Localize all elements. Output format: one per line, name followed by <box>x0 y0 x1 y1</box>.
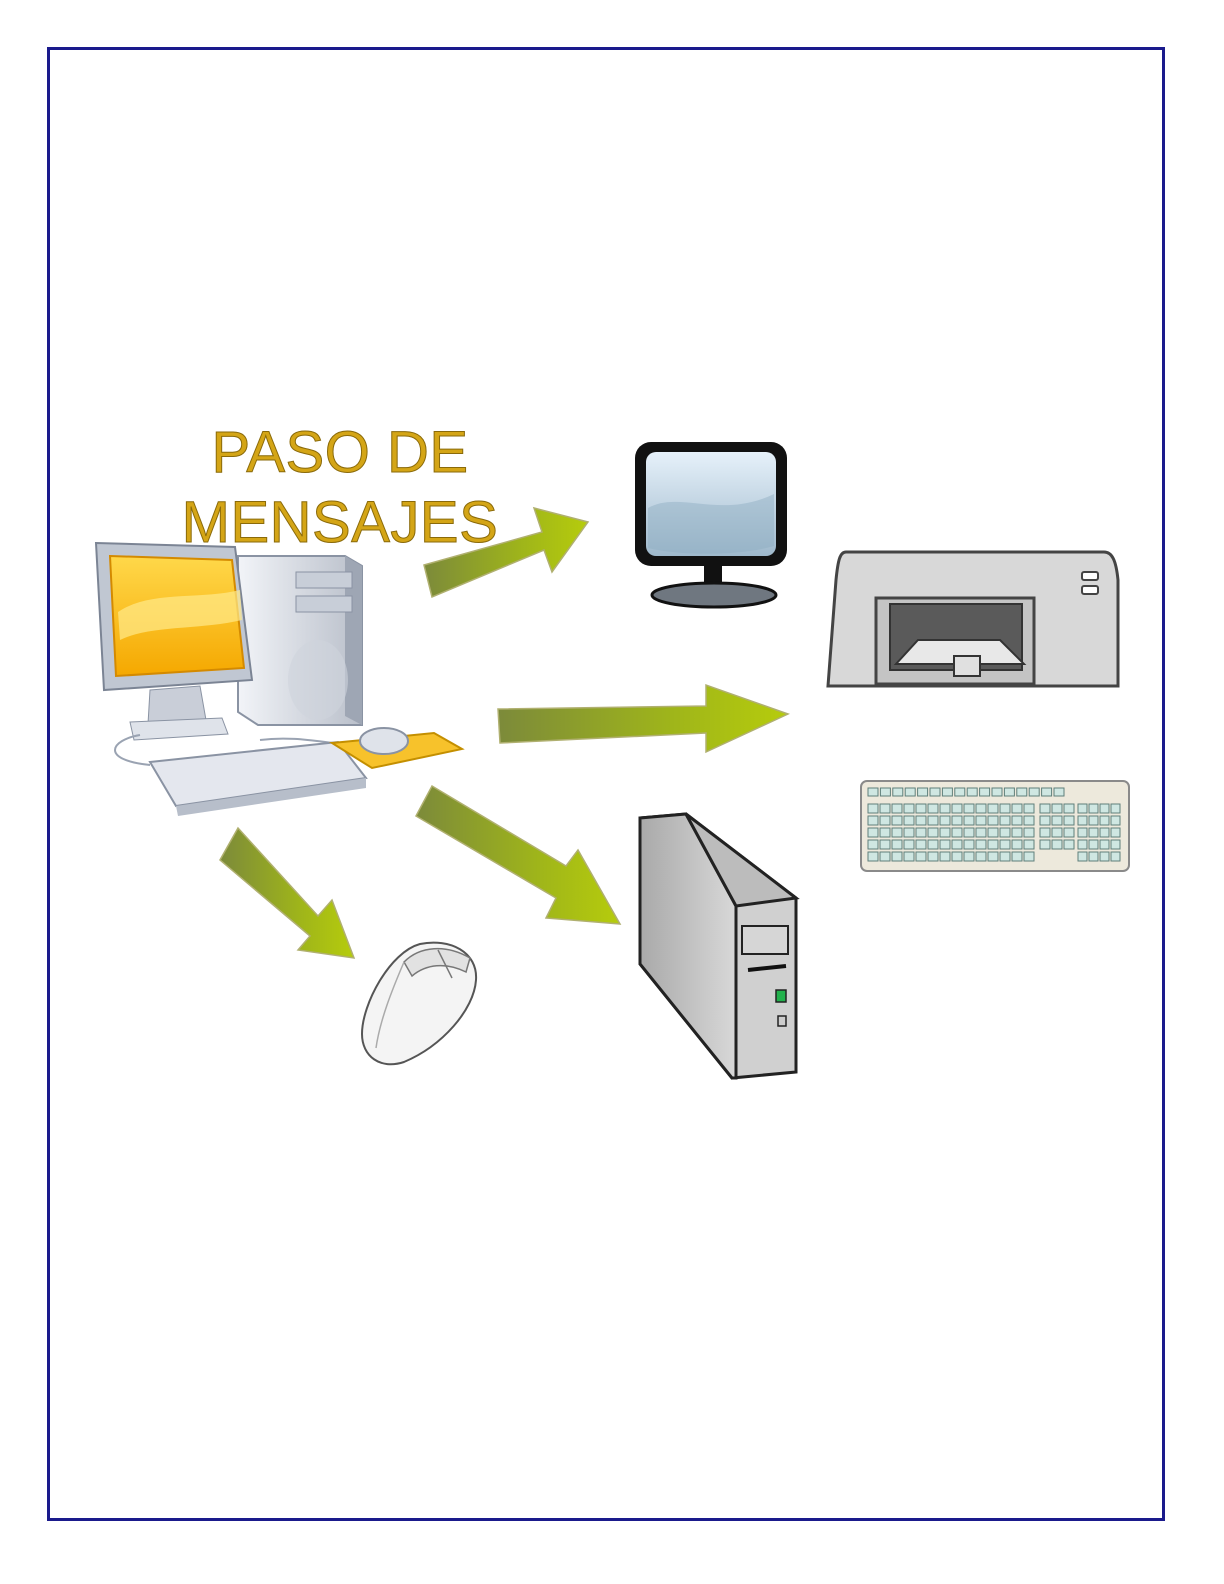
title-line-1: PASO DE <box>211 420 469 486</box>
arrow-to-printer <box>497 683 790 754</box>
diagram-title: PASO DE MENSAJES <box>160 418 520 558</box>
title-line-2: MENSAJES <box>181 490 499 556</box>
mouse-icon <box>360 941 478 1066</box>
server-tower-icon <box>638 812 800 1080</box>
arrow-to-server <box>414 784 622 925</box>
arrow-to-mouse <box>219 826 356 959</box>
monitor-icon <box>635 442 787 609</box>
page-frame <box>47 47 1165 1521</box>
desktop-computer-icon <box>94 541 465 816</box>
keyboard-icon <box>860 780 1130 872</box>
printer-icon <box>826 550 1120 688</box>
arrow-to-monitor <box>423 506 590 599</box>
